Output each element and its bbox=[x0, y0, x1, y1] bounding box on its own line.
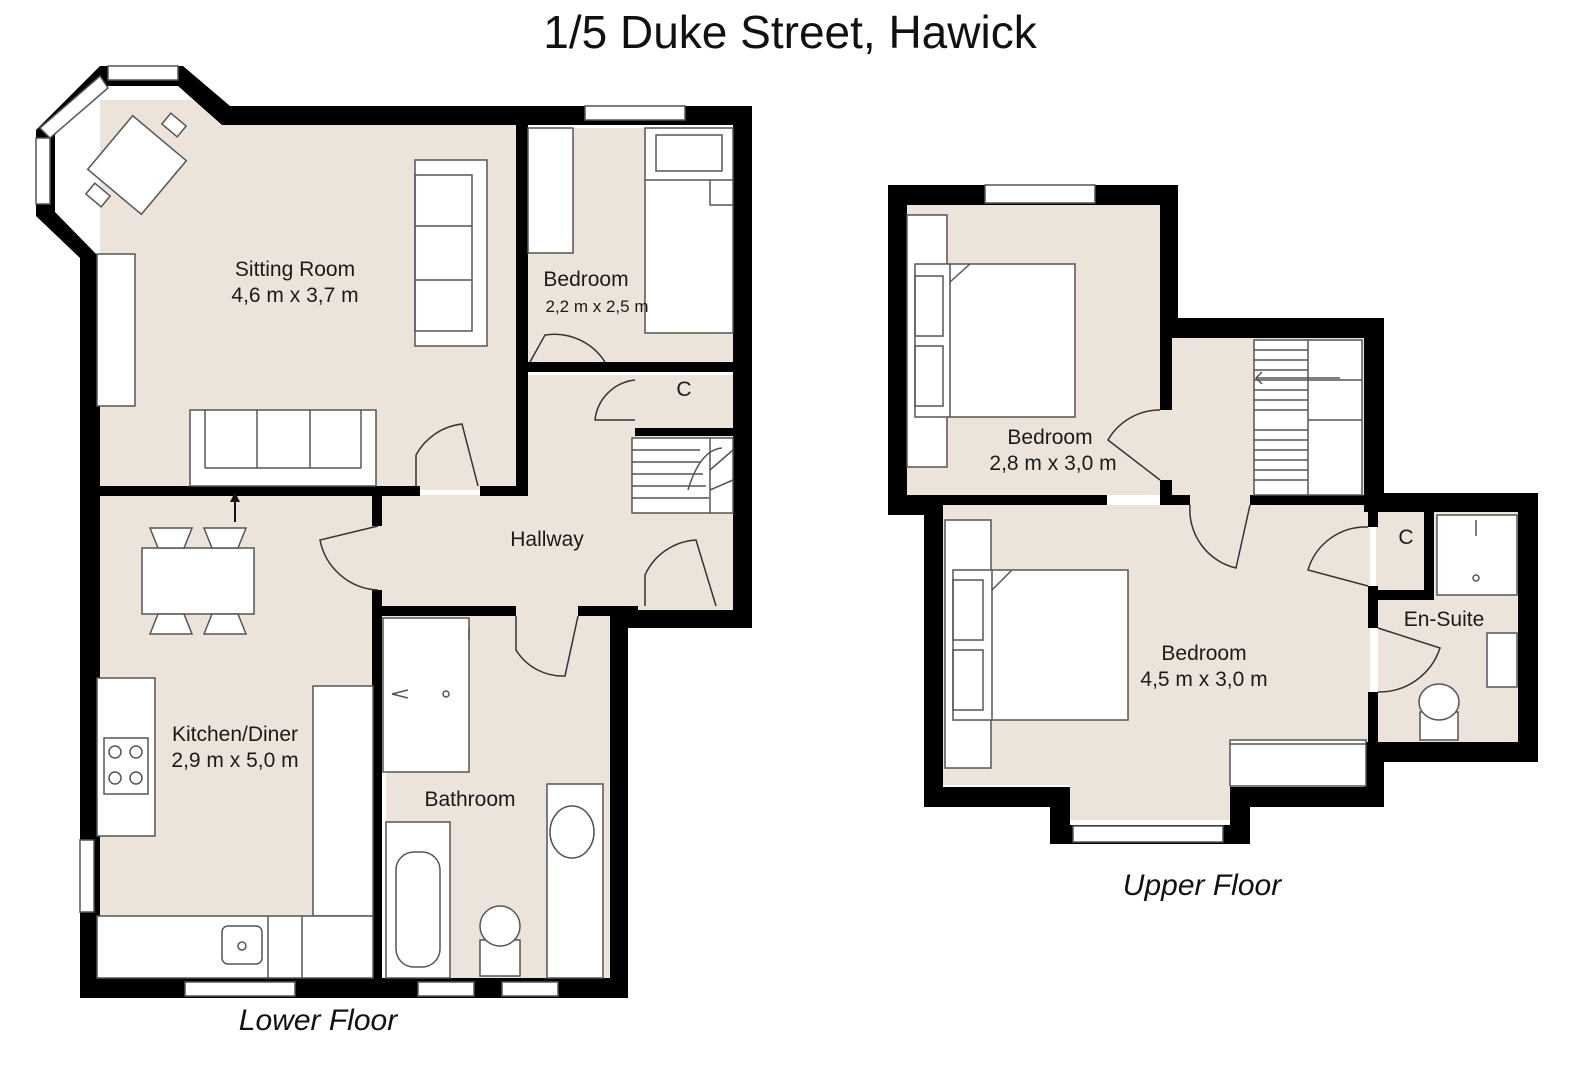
sitting-kitchen-wall bbox=[100, 486, 420, 496]
window bbox=[107, 65, 179, 81]
sink bbox=[221, 925, 263, 965]
upper-wall bbox=[1368, 586, 1378, 628]
wardrobe bbox=[1229, 739, 1367, 787]
upper-wall bbox=[907, 495, 1107, 505]
lower-bedroom-label: Bedroom bbox=[543, 268, 628, 291]
window bbox=[984, 184, 1096, 204]
cupboard-wall bbox=[635, 428, 733, 436]
upper-floor-label: Upper Floor bbox=[1123, 869, 1282, 902]
stairs bbox=[631, 437, 734, 514]
basin bbox=[1486, 632, 1518, 688]
upper-outer-wall bbox=[888, 185, 1538, 844]
hallway-label: Hallway bbox=[510, 528, 584, 551]
upper-floor: Bedroom 2,8 m x 3,0 m Bedroom 4,5 m x 3,… bbox=[888, 184, 1538, 902]
sitting-room-dims: 4,6 m x 3,7 m bbox=[231, 284, 358, 307]
shower bbox=[1436, 514, 1518, 596]
chairs bbox=[148, 527, 248, 635]
main-bedroom-dims: 4,5 m x 3,0 m bbox=[1140, 668, 1267, 691]
front-bedroom-label: Bedroom bbox=[1007, 426, 1092, 449]
hall-bath-wall-b bbox=[578, 606, 638, 616]
ensuite-label: En-Suite bbox=[1404, 608, 1485, 631]
bed bbox=[914, 263, 1076, 418]
window bbox=[38, 74, 109, 140]
front-bedroom-dims: 2,8 m x 3,0 m bbox=[989, 452, 1116, 475]
window bbox=[1072, 825, 1224, 843]
vanity bbox=[546, 783, 604, 979]
cupboard-label: C bbox=[676, 378, 691, 401]
window bbox=[584, 105, 686, 121]
worktop bbox=[312, 685, 374, 917]
hall-bath-wall-a bbox=[378, 606, 516, 616]
sitting-bedroom-wall bbox=[516, 125, 528, 495]
bathroom-label: Bathroom bbox=[424, 788, 515, 811]
kitchen-hall-wall-bottom bbox=[372, 590, 382, 978]
upper-wall bbox=[1172, 495, 1190, 505]
sideboard bbox=[96, 253, 136, 407]
upper-wall bbox=[1368, 692, 1378, 787]
upper-wall bbox=[1250, 495, 1370, 505]
lower-floor-label: Lower Floor bbox=[239, 1004, 398, 1037]
sofa bbox=[414, 159, 488, 347]
door bbox=[319, 333, 717, 677]
lower-floor: Sitting Room 4,6 m x 3,7 m Bedroom 2,2 m… bbox=[35, 65, 752, 1037]
stairs bbox=[1253, 339, 1363, 496]
upper-wall bbox=[1368, 505, 1378, 527]
basin bbox=[549, 805, 595, 859]
window bbox=[184, 981, 296, 997]
window bbox=[35, 137, 51, 205]
window bbox=[417, 981, 475, 997]
kitchen-hall-wall-top bbox=[372, 496, 382, 526]
hob bbox=[103, 737, 149, 795]
upper-wall bbox=[1378, 590, 1434, 600]
upper-wall bbox=[1160, 480, 1172, 505]
sitting-hall-wall bbox=[480, 486, 528, 496]
kitchen-label: Kitchen/Diner bbox=[172, 723, 298, 746]
sofa bbox=[189, 409, 377, 487]
hallway-floor bbox=[378, 375, 737, 620]
main-bedroom-label: Bedroom bbox=[1161, 642, 1246, 665]
bed bbox=[952, 569, 1129, 721]
window bbox=[79, 839, 95, 913]
upper-cupboard-label: C bbox=[1398, 526, 1413, 549]
sitting-room-label: Sitting Room bbox=[235, 258, 355, 281]
dining-table bbox=[141, 547, 255, 615]
wardrobe bbox=[527, 127, 574, 254]
worktop bbox=[96, 677, 156, 837]
upper-wall bbox=[1160, 338, 1172, 410]
door bbox=[1107, 409, 1441, 693]
lower-bedroom-dims: 2,2 m x 2,5 m bbox=[546, 297, 649, 316]
dining-table-round bbox=[84, 112, 188, 216]
bed bbox=[644, 127, 734, 334]
sofa-cushion bbox=[414, 174, 473, 332]
plan-title: 1/5 Duke Street, Hawick bbox=[543, 6, 1037, 58]
upper-wall bbox=[1424, 505, 1434, 595]
kitchen-dims: 2,9 m x 5,0 m bbox=[171, 749, 298, 772]
window bbox=[501, 981, 559, 997]
bedroom-hall-wall bbox=[528, 362, 733, 372]
